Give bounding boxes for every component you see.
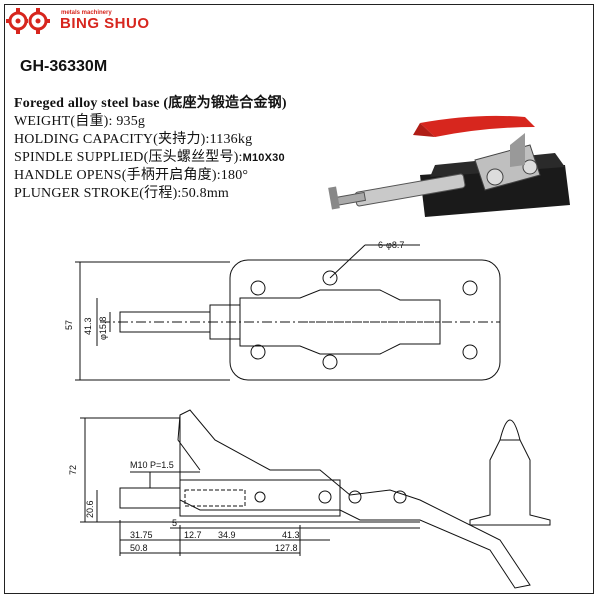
dim-width-41-3: 41.3 [83, 317, 93, 335]
spec-holding-capacity: HOLDING CAPACITY(夹持力):1136kg [14, 132, 253, 147]
end-view [469, 439, 551, 526]
brand-tagline: metals machinery [61, 10, 112, 16]
dim-50-8: 50.8 [130, 543, 148, 553]
dim-height-72: 72 [68, 465, 78, 475]
toggle-clamp-photo [328, 115, 570, 217]
dim-height-57: 57 [64, 320, 74, 330]
spec-spindle-value: M10X30 [242, 152, 285, 164]
spec-spindle: SPINDLE SUPPLIED(压头螺丝型号):M10X30 [14, 146, 285, 166]
spec-spindle-label: SPINDLE SUPPLIED(压头螺丝型号): [14, 150, 243, 165]
dim-127-8: 127.8 [275, 543, 298, 553]
spec-plunger-stroke: PLUNGER STROKE(行程):50.8mm [14, 186, 229, 201]
dim-5: 5 [172, 518, 177, 528]
brand-name: BING SHUO [60, 15, 150, 32]
dim-height-20-6: 20.6 [85, 500, 95, 518]
spec-material: Foreged alloy steel base (底座为锻造合金钢) [14, 96, 287, 111]
spec-handle-opens: HANDLE OPENS(手柄开启角度):180° [14, 168, 249, 183]
dim-thread: M10 P=1.5 [130, 460, 174, 470]
dim-31-75: 31.75 [130, 530, 153, 540]
spec-weight: WEIGHT(自重): 935g [14, 114, 146, 129]
dim-12-7: 12.7 [184, 530, 202, 540]
dim-dia-15-8: φ15.8 [98, 317, 108, 340]
gear-logo-icon [6, 8, 50, 34]
dim-34-9: 34.9 [218, 530, 236, 540]
dim-41-3: 41.3 [282, 530, 300, 540]
handle-side-view [179, 409, 531, 589]
dim-holes: 6-φ8.7 [378, 240, 404, 250]
page-frame [4, 4, 594, 594]
model-number: GH-36330M [20, 58, 108, 75]
base-plate-top-view [229, 259, 501, 381]
